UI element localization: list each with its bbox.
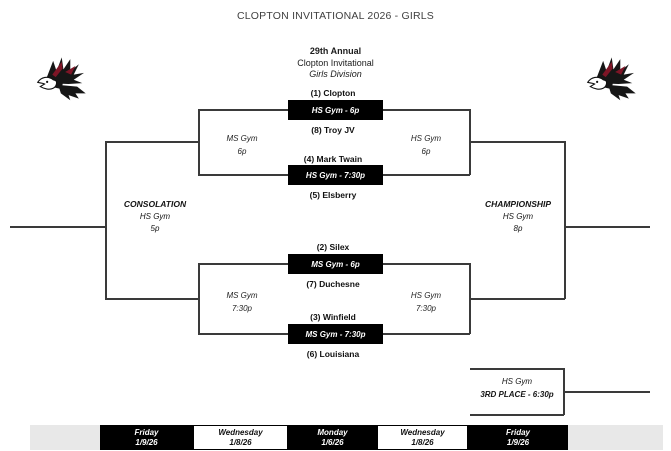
championship-final-line — [564, 226, 650, 228]
schedule-cell-wednesday-2: Wednesday 1/8/26 — [377, 425, 468, 450]
bracket-line — [198, 333, 288, 335]
consolation-semi2-venue: MS Gym 7:30p — [226, 291, 258, 313]
event-header: 29th Annual Clopton Invitational Girls D… — [0, 46, 671, 81]
third-place-line — [563, 391, 650, 393]
team-seed-4: (4) Mark Twain — [303, 154, 363, 164]
game3-venue-bar: MS Gym - 6p — [288, 254, 383, 274]
bracket-line — [198, 109, 288, 111]
team-seed-3: (3) Winfield — [310, 312, 356, 322]
team-seed-5: (5) Elsberry — [309, 190, 357, 200]
game1-venue-bar: HS Gym - 6p — [288, 100, 383, 120]
consolation-label: CONSOLATION HS Gym 5p — [123, 199, 187, 233]
team-seed-8: (8) Troy JV — [311, 125, 355, 135]
event-division: Girls Division — [309, 69, 362, 79]
bracket-line — [383, 174, 470, 176]
page-title: CLOPTON INVITATIONAL 2026 - GIRLS — [236, 10, 434, 22]
event-annual: 29th Annual — [309, 46, 362, 56]
bracket-line — [564, 141, 566, 299]
bracket-line — [469, 141, 565, 143]
schedule-cell-wednesday-1: Wednesday 1/8/26 — [193, 425, 288, 450]
team-seed-6: (6) Louisiana — [306, 349, 360, 359]
team-seed-1: (1) Clopton — [310, 88, 356, 98]
event-name: Clopton Invitational — [297, 57, 374, 68]
third-place-label: HS Gym 3RD PLACE - 6:30p — [480, 377, 554, 399]
eagle-mascot-icon — [586, 57, 636, 101]
team-seed-2: (2) Silex — [316, 242, 350, 252]
championship-label: CHAMPIONSHIP HS Gym 8p — [484, 199, 552, 233]
bracket-line — [383, 263, 470, 265]
third-place-line — [470, 368, 564, 370]
bracket-line — [198, 263, 288, 265]
championship-semi1-venue: HS Gym 6p — [410, 134, 442, 156]
bracket-line — [198, 174, 288, 176]
schedule-cell-friday-2: Friday 1/9/26 — [468, 425, 568, 450]
game4-venue-bar: MS Gym - 7:30p — [288, 324, 383, 344]
bracket-line — [469, 298, 565, 300]
schedule-cell-monday: Monday 1/6/26 — [288, 425, 377, 450]
schedule-cell-friday-1: Friday 1/9/26 — [100, 425, 193, 450]
consolation-final-line — [10, 226, 105, 228]
championship-semi2-venue: HS Gym 7:30p — [410, 291, 442, 313]
bracket-line — [383, 333, 470, 335]
third-place-line — [470, 414, 564, 416]
consolation-semi1-venue: MS Gym 6p — [226, 134, 258, 156]
bracket-line — [105, 141, 199, 143]
team-seed-7: (7) Duchesne — [306, 279, 360, 289]
bracket-line — [105, 298, 199, 300]
bracket-line — [383, 109, 470, 111]
eagle-mascot-icon — [36, 57, 86, 101]
game2-venue-bar: HS Gym - 7:30p — [288, 165, 383, 185]
bracket-line — [105, 141, 107, 299]
